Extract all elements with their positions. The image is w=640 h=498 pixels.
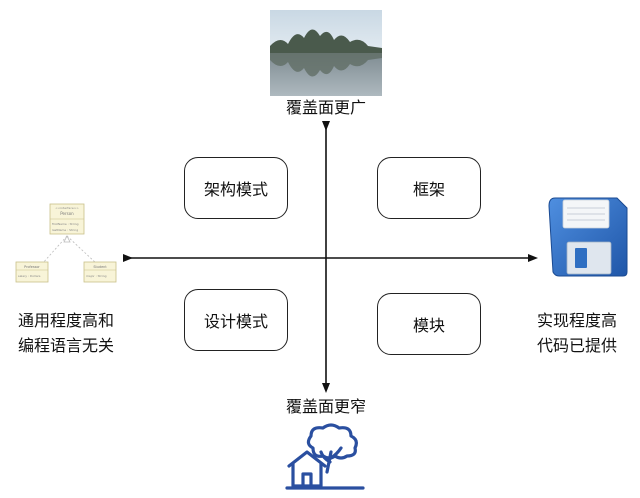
right-axis-label-line-1: 实现程度高 (536, 311, 617, 330)
box-module: 模块 (377, 293, 481, 355)
left-axis-label-line-2: 编程语言无关 (17, 336, 114, 355)
right-axis-label-line-2: 代码已提供 (536, 336, 617, 355)
uml-top-attr-1: firstName : String (52, 222, 79, 226)
uml-left-class-name: Professor (24, 265, 40, 269)
right-axis-label: 实现程度高 代码已提供 (522, 308, 632, 358)
left-axis-label: 通用程度高和 编程语言无关 (6, 308, 126, 358)
uml-top-class-name: Person (60, 211, 74, 216)
floppy-disk-icon (545, 192, 631, 280)
uml-top-attr-2: lastName : String (52, 228, 78, 232)
box-architecture-pattern: 架构模式 (184, 157, 288, 219)
house-tree-icon (283, 422, 367, 494)
uml-left-attr: salary : Dollars (18, 274, 41, 278)
uml-right-attr: major : String (86, 274, 107, 278)
landscape-photo-icon (270, 10, 382, 96)
uml-class-diagram-icon: <<interface>> Person firstName : String … (12, 202, 122, 286)
top-axis-label: 覆盖面更广 (285, 98, 366, 117)
box-framework: 框架 (377, 157, 481, 219)
uml-top-stereotype: <<interface>> (55, 206, 79, 210)
left-axis-label-line-1: 通用程度高和 (17, 311, 114, 330)
box-design-pattern: 设计模式 (184, 289, 288, 351)
uml-right-class-name: Student (93, 265, 107, 269)
bottom-axis-label: 覆盖面更窄 (285, 397, 366, 416)
